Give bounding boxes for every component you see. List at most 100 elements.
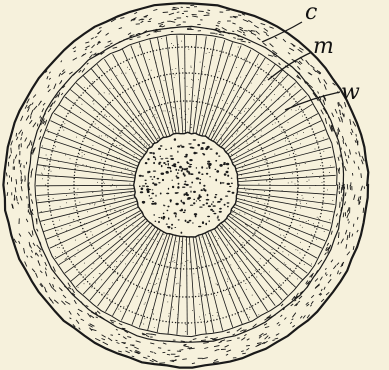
growth-ring-dot bbox=[74, 194, 75, 195]
pith-cell bbox=[206, 199, 210, 201]
wood-cell-dot bbox=[156, 62, 157, 63]
pith-cell bbox=[189, 220, 192, 222]
medullary-ray bbox=[217, 227, 275, 306]
wood-cell-dot bbox=[65, 155, 66, 156]
wood-cell-dot bbox=[79, 154, 80, 155]
cortex-cell-mark bbox=[289, 48, 294, 51]
cortex-cell-mark bbox=[128, 33, 131, 35]
pith-cell bbox=[217, 201, 220, 203]
growth-ring-dot bbox=[128, 280, 129, 281]
wood-cell-dot bbox=[159, 136, 160, 137]
growth-ring-dot bbox=[63, 121, 64, 122]
growth-ring-dot bbox=[56, 233, 57, 234]
growth-ring-dot bbox=[76, 159, 77, 160]
pith-cell bbox=[171, 224, 173, 226]
wood-cell-dot bbox=[245, 283, 246, 284]
wood-cell-dot bbox=[154, 327, 155, 328]
cortex-cell-mark bbox=[130, 35, 135, 36]
wood-cell-dot bbox=[302, 116, 303, 117]
wood-cell-dot bbox=[261, 114, 262, 115]
wood-cell-dot bbox=[116, 145, 117, 146]
cortex-cell-mark bbox=[49, 72, 50, 74]
wood-cell-dot bbox=[137, 226, 138, 227]
pith-cell bbox=[152, 179, 154, 180]
growth-ring-dot bbox=[292, 219, 293, 220]
growth-ring-dot bbox=[101, 189, 102, 190]
pith-cell bbox=[189, 164, 192, 165]
growth-ring-dot bbox=[91, 245, 92, 246]
wood-cell-dot bbox=[264, 203, 265, 204]
wood-cell-dot bbox=[158, 42, 159, 43]
growth-ring-dot bbox=[269, 175, 270, 176]
wood-cell-dot bbox=[127, 275, 128, 276]
growth-ring-dot bbox=[105, 161, 106, 162]
growth-ring-dot bbox=[273, 291, 274, 292]
growth-ring-dot bbox=[74, 172, 75, 173]
wood-cell-dot bbox=[270, 208, 271, 209]
cortex-cell-mark bbox=[361, 173, 362, 178]
cortex-cell-mark bbox=[239, 29, 243, 31]
pith-cell bbox=[199, 182, 201, 185]
wood-cell-dot bbox=[66, 97, 67, 98]
wood-cell-dot bbox=[323, 137, 324, 138]
cortex-cell-mark bbox=[361, 186, 363, 191]
wood-cell-dot bbox=[133, 157, 134, 158]
growth-ring-dot bbox=[268, 295, 269, 296]
wood-cell-dot bbox=[250, 282, 251, 283]
cortex-cell-mark bbox=[338, 242, 339, 245]
wood-cell-dot bbox=[295, 171, 296, 172]
growth-ring-dot bbox=[78, 216, 79, 217]
pith-cell bbox=[227, 206, 229, 208]
wood-cell-dot bbox=[252, 112, 253, 113]
wood-cell-dot bbox=[137, 296, 138, 297]
wood-cell-dot bbox=[236, 155, 237, 156]
wood-cell-dot bbox=[312, 173, 313, 174]
cortex-cell-mark bbox=[186, 16, 188, 17]
growth-ring-dot bbox=[105, 106, 106, 107]
pith-cell bbox=[219, 208, 222, 210]
wood-cell-dot bbox=[268, 64, 269, 65]
wood-cell-dot bbox=[303, 198, 304, 199]
pith-cell bbox=[210, 209, 213, 211]
cortex-cell-mark bbox=[243, 34, 246, 35]
cortex-cell-mark bbox=[63, 295, 66, 298]
growth-ring-dot bbox=[295, 207, 296, 208]
growth-ring-dot bbox=[139, 286, 140, 287]
wood-cell-dot bbox=[313, 223, 314, 224]
wood-cell-dot bbox=[280, 167, 281, 168]
wood-cell-dot bbox=[129, 141, 130, 142]
wood-cell-dot bbox=[138, 55, 139, 56]
wood-cell-dot bbox=[84, 87, 85, 88]
medullary-ray bbox=[232, 114, 318, 161]
cortex-cell-mark bbox=[248, 20, 252, 23]
wood-cell-dot bbox=[114, 199, 115, 200]
cortex-cell-mark bbox=[325, 268, 326, 270]
cortex-cell-mark bbox=[326, 292, 329, 295]
growth-ring-dot bbox=[164, 103, 165, 104]
growth-ring-dot bbox=[249, 92, 250, 93]
growth-ring-dot bbox=[299, 263, 300, 264]
wood-cell-dot bbox=[122, 275, 123, 276]
pith-cell bbox=[188, 143, 191, 144]
wood-cell-dot bbox=[319, 177, 320, 178]
pith-cell bbox=[140, 191, 143, 193]
wood-cell-dot bbox=[300, 225, 301, 226]
growth-ring-dot bbox=[294, 156, 295, 157]
wood-cell-dot bbox=[125, 263, 126, 264]
wood-cell-dot bbox=[257, 159, 258, 160]
wood-cell-dot bbox=[222, 263, 223, 264]
cortex-cell-mark bbox=[325, 118, 326, 124]
wood-cell-dot bbox=[117, 92, 118, 93]
growth-ring-dot bbox=[96, 290, 97, 291]
wood-cell-dot bbox=[112, 184, 113, 185]
growth-ring-dot bbox=[185, 46, 186, 47]
wood-cell-dot bbox=[261, 135, 262, 136]
wood-cell-dot bbox=[244, 188, 245, 189]
wood-cell-dot bbox=[148, 263, 149, 264]
growth-ring-dot bbox=[246, 90, 247, 91]
wood-cell-dot bbox=[82, 156, 83, 157]
growth-ring-dot bbox=[254, 136, 255, 137]
growth-ring-dot bbox=[175, 47, 176, 48]
wood-cell-dot bbox=[199, 90, 200, 91]
growth-ring-dot bbox=[48, 173, 49, 174]
